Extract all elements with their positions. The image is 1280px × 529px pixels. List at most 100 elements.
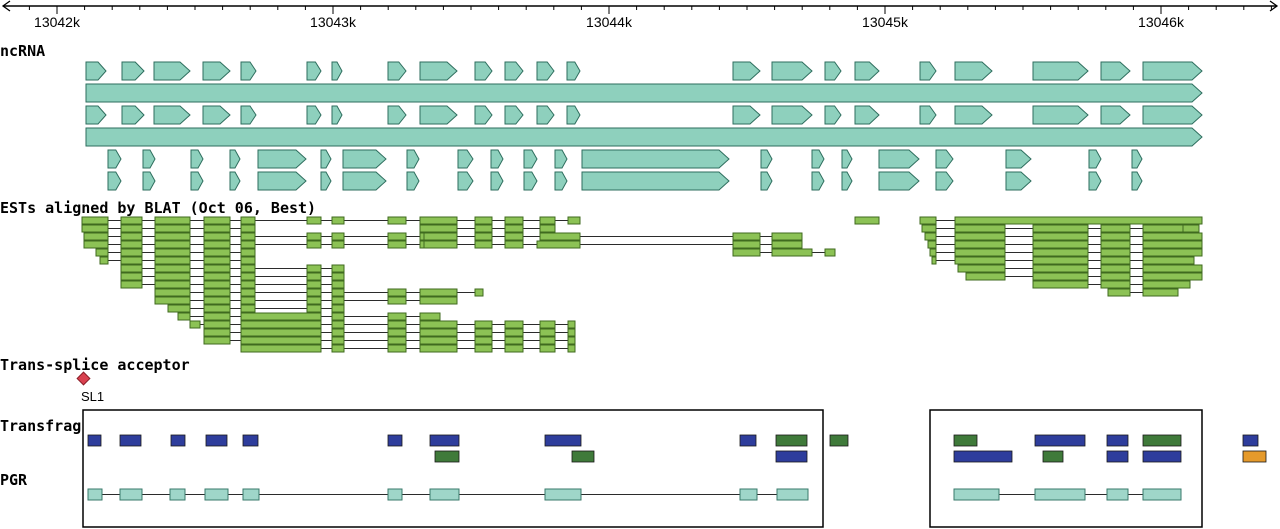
est-alignment[interactable] [423, 232, 803, 241]
ncrna-exon[interactable] [523, 171, 538, 191]
ncrna-exon[interactable] [504, 61, 524, 81]
est-alignment[interactable] [99, 256, 256, 265]
transfrag-feature[interactable] [953, 434, 978, 447]
ncrna-exon[interactable] [954, 61, 993, 81]
est-alignment[interactable] [1032, 280, 1191, 289]
ncrna-exon[interactable] [85, 127, 1203, 147]
ncrna-exon[interactable] [732, 61, 761, 81]
ncrna-exon[interactable] [935, 171, 954, 191]
ncrna-exon[interactable] [490, 149, 504, 169]
ncrna-exon[interactable] [841, 171, 853, 191]
ncrna-exon[interactable] [419, 105, 458, 125]
ncrna-exon[interactable] [504, 105, 524, 125]
est-block[interactable] [1182, 224, 1200, 233]
ncrna-exon[interactable] [474, 61, 493, 81]
est-alignment[interactable] [919, 216, 1203, 225]
transfrag-feature[interactable] [739, 434, 757, 447]
ncrna-exon[interactable] [406, 171, 420, 191]
ncrna-exon[interactable] [1032, 61, 1089, 81]
ncrna-exon[interactable] [406, 149, 420, 169]
ncrna-exon[interactable] [257, 149, 307, 169]
ncrna-exon[interactable] [1005, 171, 1032, 191]
ncrna-exon[interactable] [153, 61, 191, 81]
ncrna-exon[interactable] [190, 171, 204, 191]
transfrag-feature[interactable] [170, 434, 186, 447]
transfrag-feature[interactable] [775, 434, 808, 447]
ncrna-exon[interactable] [1088, 149, 1102, 169]
transfrag-feature[interactable] [1106, 450, 1129, 463]
ncrna-exon[interactable] [320, 149, 332, 169]
est-alignment[interactable] [957, 264, 1203, 273]
ncrna-exon[interactable] [202, 105, 231, 125]
est-alignment[interactable] [203, 336, 576, 345]
est-alignment[interactable] [929, 248, 1203, 257]
transfrag-feature[interactable] [1142, 450, 1182, 463]
est-alignment[interactable] [95, 248, 256, 257]
ncrna-exon[interactable] [342, 149, 387, 169]
ncrna-exon[interactable] [257, 171, 307, 191]
ncrna-exon[interactable] [771, 61, 813, 81]
ncrna-exon[interactable] [1142, 105, 1203, 125]
est-alignment[interactable] [423, 240, 803, 249]
ncrna-exon[interactable] [1100, 61, 1131, 81]
ncrna-exon[interactable] [85, 83, 1203, 103]
ncrna-exon[interactable] [566, 61, 581, 81]
ncrna-exon[interactable] [554, 171, 568, 191]
est-alignment[interactable] [203, 328, 576, 337]
transfrag-feature[interactable] [1242, 450, 1267, 463]
est-alignment[interactable] [120, 272, 345, 281]
ncrna-exon[interactable] [554, 149, 568, 169]
ncrna-exon[interactable] [581, 149, 730, 169]
est-alignment[interactable] [732, 248, 836, 257]
est-alignment[interactable] [177, 312, 441, 321]
est-alignment[interactable] [154, 288, 484, 297]
est-alignment[interactable] [81, 224, 256, 233]
ncrna-exon[interactable] [824, 61, 842, 81]
pgr-transcript[interactable] [953, 488, 1182, 501]
est-alignment[interactable] [1107, 288, 1179, 297]
transfrag-feature[interactable] [205, 434, 228, 447]
ncrna-exon[interactable] [935, 149, 954, 169]
est-alignment[interactable] [120, 280, 345, 289]
ncrna-exon[interactable] [878, 149, 920, 169]
ncrna-exon[interactable] [419, 61, 458, 81]
ncrna-exon[interactable] [107, 149, 122, 169]
ncrna-exon[interactable] [1032, 105, 1089, 125]
ncrna-exon[interactable] [387, 61, 407, 81]
ncrna-exon[interactable] [240, 105, 257, 125]
ncrna-exon[interactable] [1142, 61, 1203, 81]
ncrna-exon[interactable] [854, 105, 880, 125]
ncrna-exon[interactable] [457, 171, 474, 191]
transfrag-feature[interactable] [544, 434, 582, 447]
ncrna-exon[interactable] [841, 149, 853, 169]
transfrag-feature[interactable] [429, 434, 460, 447]
track-label-ncrna[interactable]: ncRNA [0, 42, 45, 60]
est-alignment[interactable] [240, 344, 576, 353]
ncrna-exon[interactable] [457, 149, 474, 169]
ncrna-exon[interactable] [919, 61, 937, 81]
transfrag-feature[interactable] [775, 450, 808, 463]
sl1-marker[interactable] [76, 371, 91, 386]
track-label-ests[interactable]: ESTs aligned by BLAT (Oct 06, Best) [0, 199, 316, 217]
ncrna-exon[interactable] [240, 61, 257, 81]
transfrag-feature[interactable] [434, 450, 460, 463]
est-alignment[interactable] [927, 240, 1203, 249]
ncrna-exon[interactable] [153, 105, 191, 125]
transfrag-feature[interactable] [1142, 434, 1182, 447]
ncrna-exon[interactable] [142, 149, 156, 169]
ncrna-exon[interactable] [1088, 171, 1102, 191]
transfrag-feature[interactable] [387, 434, 403, 447]
ncrna-exon[interactable] [732, 105, 761, 125]
ncrna-exon[interactable] [523, 149, 538, 169]
track-label-transsplice[interactable]: Trans-splice acceptor [0, 356, 190, 374]
ncrna-exon[interactable] [854, 61, 880, 81]
ncrna-exon[interactable] [811, 171, 825, 191]
ncrna-exon[interactable] [919, 105, 937, 125]
transfrag-feature[interactable] [119, 434, 142, 447]
ncrna-exon[interactable] [536, 61, 555, 81]
track-label-transfrag[interactable]: Transfrag [0, 417, 81, 435]
ncrna-exon[interactable] [1131, 149, 1143, 169]
ncrna-exon[interactable] [954, 105, 993, 125]
ncrna-exon[interactable] [1005, 149, 1032, 169]
est-alignment[interactable] [854, 216, 880, 225]
